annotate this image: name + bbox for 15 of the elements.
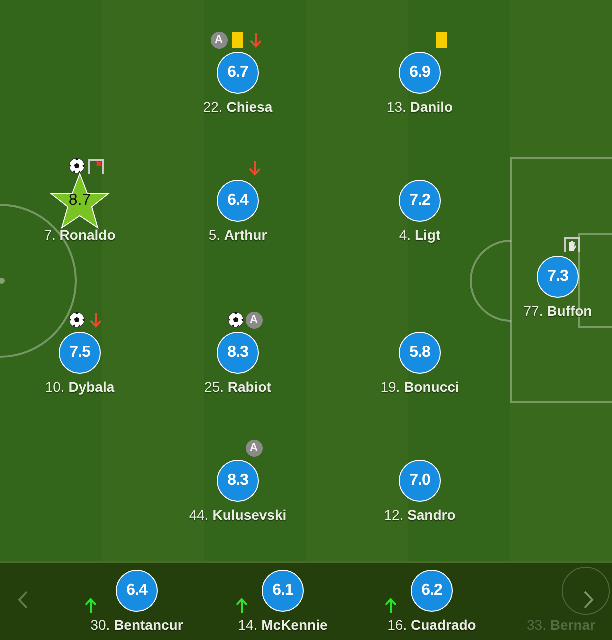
player-name: 30. Bentancur bbox=[90, 617, 184, 634]
player-name: 22. Chiesa bbox=[203, 99, 273, 116]
player-name: 77. Buffon bbox=[524, 303, 592, 320]
player-name: 44. Kulusevski bbox=[189, 507, 287, 524]
player-name: 16. Cuadrado bbox=[388, 617, 476, 634]
player-name: 4. Ligt bbox=[399, 227, 441, 244]
player-name: 10. Dybala bbox=[45, 379, 115, 396]
player-name: 14. McKennie bbox=[238, 617, 328, 634]
rating-star: 8.7 bbox=[50, 173, 110, 229]
player-name: 25. Rabiot bbox=[204, 379, 272, 396]
player-name: 5. Arthur bbox=[208, 227, 268, 244]
player-name: 12. Sandro bbox=[384, 507, 456, 524]
player-name: 19. Bonucci bbox=[380, 379, 460, 396]
player-name: 7. Ronaldo bbox=[44, 227, 116, 244]
player-name: 13. Danilo bbox=[386, 99, 454, 116]
